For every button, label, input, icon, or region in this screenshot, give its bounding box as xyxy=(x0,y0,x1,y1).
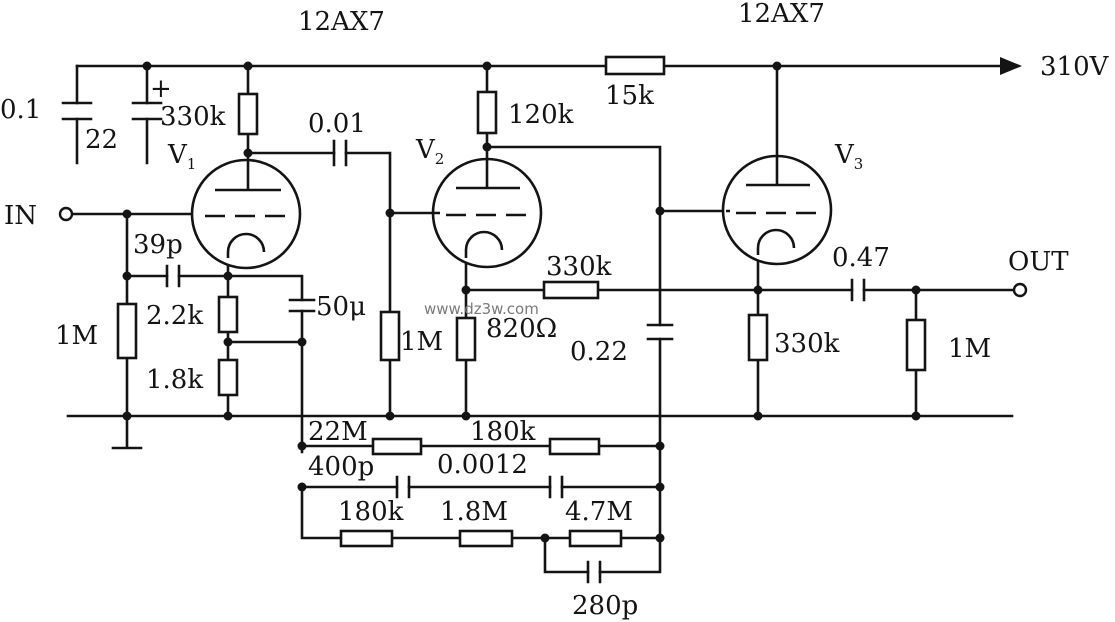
tube-v3 xyxy=(721,154,833,266)
resistor-1M-output xyxy=(905,318,927,372)
capacitor-0-22 xyxy=(646,323,674,341)
label-c-280p: 280p xyxy=(572,591,638,621)
label-c-22: 22 xyxy=(85,125,118,155)
resistor-330k-feedback xyxy=(542,280,600,300)
tube-type-v3: 12AX7 xyxy=(738,0,825,29)
label-c-50u: 50μ xyxy=(316,292,366,322)
input-terminal xyxy=(58,206,74,222)
label-c-0-1: 0.1 xyxy=(0,95,41,125)
label-r-180k-bottom: 180k xyxy=(338,497,404,527)
label-c-0-01: 0.01 xyxy=(308,109,366,139)
capacitor-0-0012 xyxy=(548,475,564,499)
label-r-180k-top: 180k xyxy=(470,417,536,447)
supply-voltage-label: 310V xyxy=(1040,52,1110,82)
label-c-39p: 39p xyxy=(133,230,183,260)
resistor-1-8M xyxy=(458,529,514,548)
supply-arrow xyxy=(1000,57,1022,75)
ground-symbol xyxy=(111,414,143,450)
resistor-1M-input xyxy=(116,302,138,360)
label-c-0-22: 0.22 xyxy=(570,337,628,367)
label-c-0-0012: 0.0012 xyxy=(437,450,528,480)
capacitor-22 xyxy=(131,101,163,121)
capacitor-39p xyxy=(165,264,181,288)
label-c-0-47: 0.47 xyxy=(832,243,890,273)
tube-v2 xyxy=(431,157,543,269)
resistor-180k-bottom xyxy=(339,529,394,548)
label-r-330k-v3: 330k xyxy=(774,329,840,359)
label-r-1M-output: 1M xyxy=(948,334,991,364)
output-label: OUT xyxy=(1008,247,1069,277)
resistor-1-8k xyxy=(217,358,239,397)
capacitor-280p xyxy=(586,560,602,584)
resistor-820-ohm xyxy=(455,316,477,362)
label-r-330k-v1: 330k xyxy=(160,102,226,132)
output-terminal xyxy=(1012,282,1028,298)
resistor-22M xyxy=(371,437,423,456)
capacitor-0-47 xyxy=(850,278,866,302)
label-r-22M: 22M xyxy=(308,417,368,447)
capacitor-0-1 xyxy=(61,101,93,121)
tube-v1 xyxy=(190,158,302,270)
label-r-1-8k: 1.8k xyxy=(146,365,203,395)
watermark: www.dz3w.com xyxy=(424,300,539,318)
resistor-1M-v2-grid xyxy=(379,310,401,362)
junctions xyxy=(122,61,921,543)
tube-ref-v2: V2 xyxy=(415,135,444,168)
label-r-330k-feedback: 330k xyxy=(546,252,612,282)
label-r-1M-v2: 1M xyxy=(400,327,443,357)
resistor-120k xyxy=(476,90,498,135)
capacitor-0-01 xyxy=(332,139,348,167)
resistor-4-7M xyxy=(568,529,623,548)
label-c-400p: 400p xyxy=(308,452,374,482)
label-r-2-2k: 2.2k xyxy=(146,301,203,331)
label-r-4-7M: 4.7M xyxy=(565,497,633,527)
input-label: IN xyxy=(4,201,37,231)
capacitor-400p xyxy=(395,475,411,499)
label-r-1-8M: 1.8M xyxy=(440,497,508,527)
resistor-15k xyxy=(604,55,666,76)
tube-type-v1: 12AX7 xyxy=(298,7,385,37)
tube-ref-v1: V1 xyxy=(167,140,196,173)
label-r-820: 820Ω xyxy=(486,314,557,344)
resistor-180k-top xyxy=(548,437,601,456)
resistor-330k-v1-plate xyxy=(237,92,259,136)
label-r-1M-input: 1M xyxy=(55,321,98,351)
label-r-15k: 15k xyxy=(605,81,654,111)
capacitors xyxy=(61,101,866,584)
label-c-22-polarity: + xyxy=(150,74,172,104)
tube-ref-v3: V3 xyxy=(834,140,863,173)
resistor-330k-v3-cathode xyxy=(747,313,769,362)
resistor-2-2k xyxy=(217,295,239,334)
label-r-120k: 120k xyxy=(508,100,574,130)
resistors xyxy=(116,55,927,548)
capacitor-50u xyxy=(288,298,316,313)
